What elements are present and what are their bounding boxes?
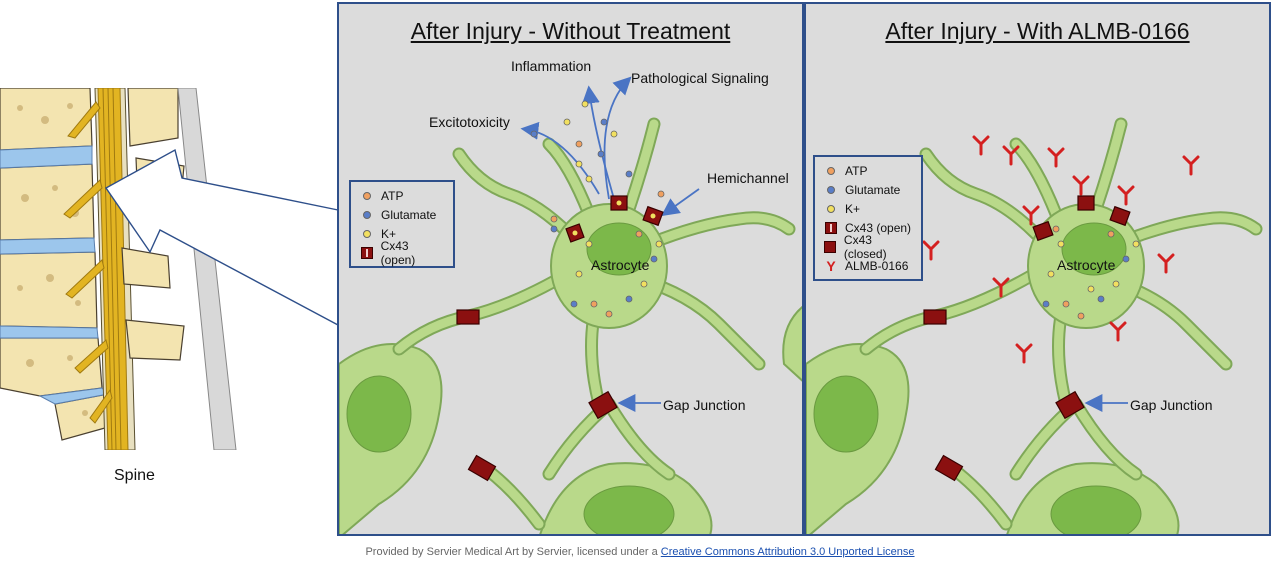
panel-without-treatment: After Injury - Without Treatment Inflamm…	[337, 2, 804, 536]
label-pathological-signaling: Pathological Signaling	[631, 70, 769, 86]
spine-drawing	[0, 88, 237, 450]
legend-item: ATP	[823, 161, 913, 180]
vertebrae	[0, 88, 113, 441]
signal-arrows	[520, 76, 700, 412]
label-hemichannel: Hemichannel	[707, 170, 789, 186]
legend-item: Cx43 (closed)	[823, 233, 913, 261]
panel-with-treatment: After Injury - With ALMB-0166 Astrocyte …	[804, 2, 1271, 536]
antibody-icon: Y	[826, 257, 836, 274]
astrocyte-scene-left	[339, 76, 802, 534]
label-astrocyte: Astrocyte	[1057, 257, 1116, 273]
label-inflammation: Inflammation	[511, 58, 592, 74]
legend-item: Glutamate	[823, 180, 913, 199]
panel-title-left: After Injury - Without Treatment	[410, 18, 731, 44]
spine-illustration	[0, 88, 250, 450]
yellow-dot-icon	[363, 229, 371, 238]
blue-dot-icon	[827, 185, 835, 194]
label-astrocyte: Astrocyte	[591, 257, 650, 273]
spine-label: Spine	[114, 467, 155, 484]
legend-item: K+	[359, 224, 445, 243]
antibodies	[922, 135, 1200, 364]
legend-left: ATP Glutamate K+ Cx43 (open)	[349, 180, 455, 268]
astrocyte-scene-right	[806, 117, 1263, 534]
attribution-text: Provided by Servier Medical Art by Servi…	[365, 546, 661, 558]
cx43-open-icon	[360, 246, 373, 259]
yellow-dot-icon	[827, 204, 835, 213]
label-gap-junction: Gap Junction	[663, 397, 746, 413]
label-gap-junction: Gap Junction	[1130, 397, 1213, 413]
legend-item: K+	[823, 199, 913, 218]
cx43-closed-icon	[824, 240, 837, 253]
legend-item: Cx43 (open)	[359, 239, 445, 267]
attribution-footer: Provided by Servier Medical Art by Servi…	[0, 546, 1280, 558]
panel-title-right: After Injury - With ALMB-0166	[885, 18, 1190, 44]
label-excitotoxicity: Excitotoxicity	[429, 114, 510, 130]
legend-item: Cx43 (open)	[823, 218, 913, 237]
legend-item: ATP	[359, 186, 445, 205]
orange-dot-icon	[363, 191, 371, 200]
legend-item: Glutamate	[359, 205, 445, 224]
astrocyte-nucleus	[586, 222, 652, 276]
orange-dot-icon	[827, 166, 835, 175]
blue-dot-icon	[363, 210, 371, 219]
license-link[interactable]: Creative Commons Attribution 3.0 Unporte…	[660, 546, 915, 558]
legend-right: ATP Glutamate K+ Cx43 (open) Cx43 (close…	[813, 155, 923, 281]
cx43-open-icon	[825, 221, 837, 234]
